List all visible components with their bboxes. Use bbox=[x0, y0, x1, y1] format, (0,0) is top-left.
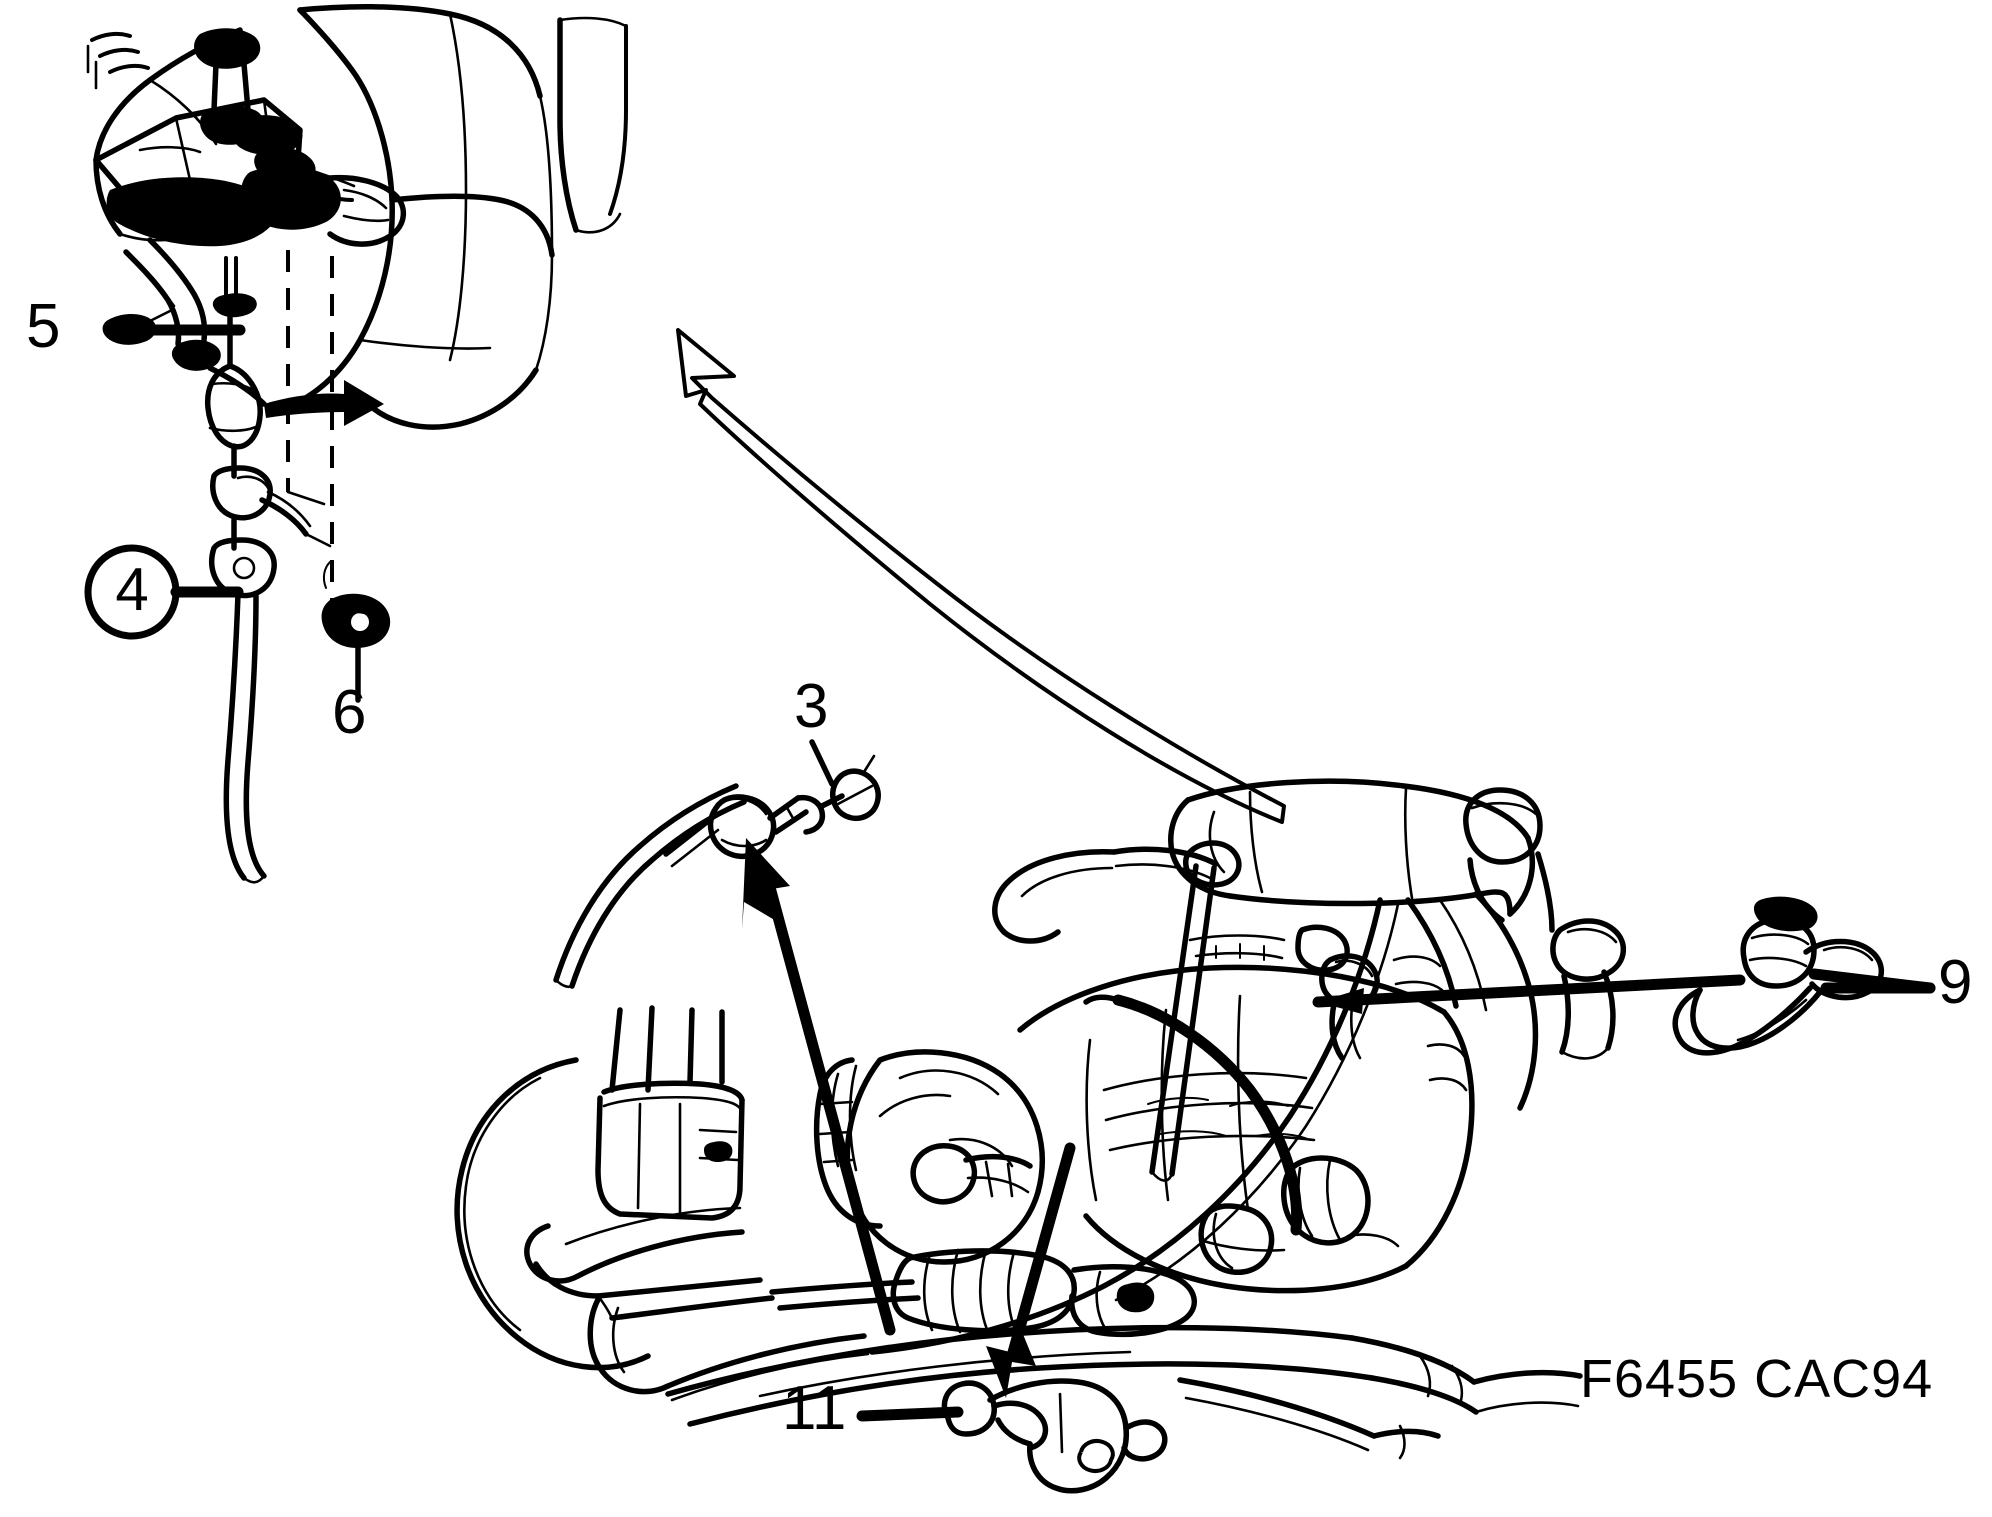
view-pedal-assembly bbox=[86, 3, 628, 884]
leader-3 bbox=[809, 739, 835, 787]
callout-label-9: 9 bbox=[1938, 948, 1973, 1017]
callout-label-4: 4 bbox=[115, 556, 149, 623]
arrow-to-bracket bbox=[986, 1142, 1076, 1398]
callout-label-5: 5 bbox=[26, 292, 61, 361]
arrow-curved-main bbox=[676, 328, 1286, 824]
callout-label-11: 11 bbox=[782, 1374, 847, 1443]
callout-label-6: 6 bbox=[332, 678, 367, 747]
arrow-to-cable-fitting bbox=[742, 838, 896, 1336]
callout-label-3: 3 bbox=[794, 672, 829, 741]
callout-leaders bbox=[84, 324, 1936, 1422]
leader-11 bbox=[856, 1406, 964, 1422]
part-9-clip bbox=[1672, 896, 1884, 1056]
view-engine-bay bbox=[454, 754, 1936, 1494]
figure-caption: F6455 CAC94 bbox=[1580, 1349, 1934, 1409]
part-11-bracket bbox=[941, 1378, 1168, 1494]
